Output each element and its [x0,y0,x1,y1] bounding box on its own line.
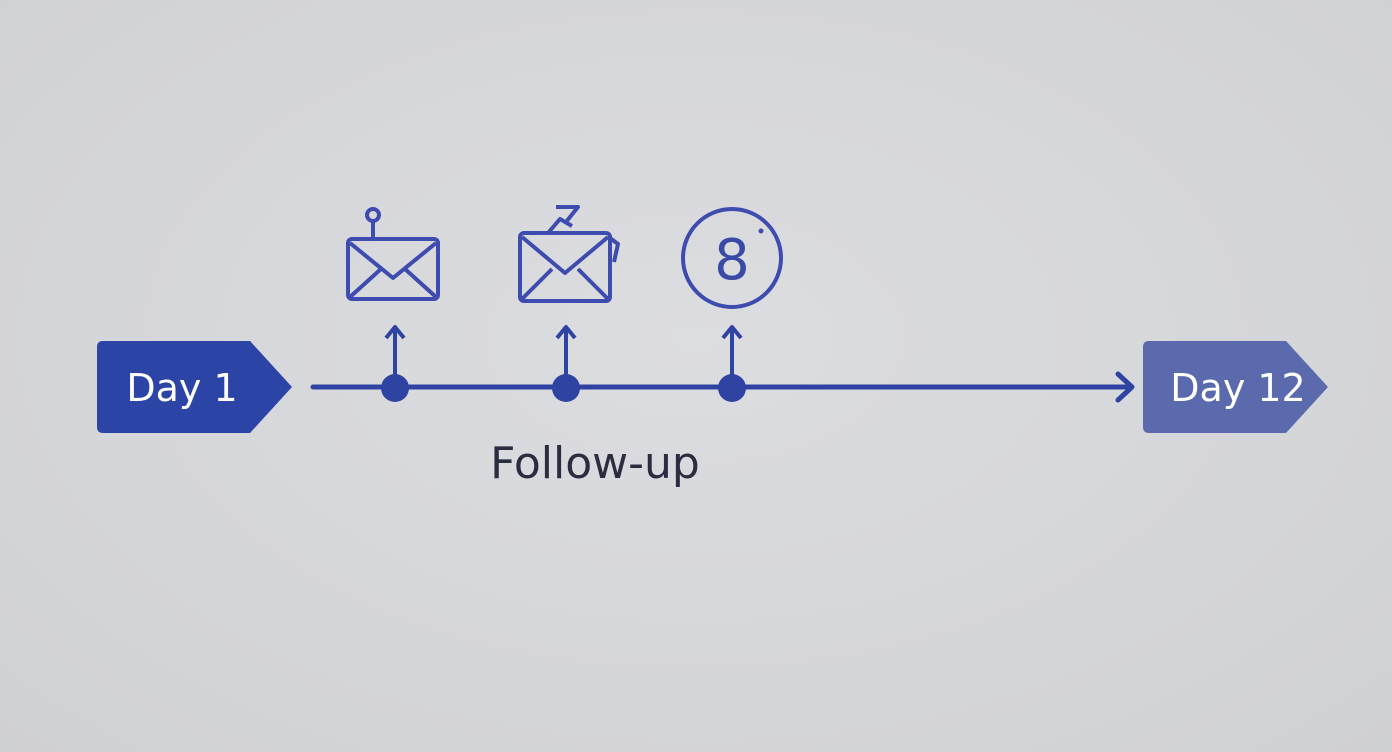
up-arrow-icon [555,325,577,340]
end-tag: Day 12 [1143,341,1328,433]
timeline-caption: Follow-up [490,438,700,489]
timeline-step-2 [518,205,620,402]
step-node [718,374,746,402]
badge-number: 8 [714,228,750,293]
step-node [381,374,409,402]
start-tag-label: Day 1 [126,366,237,410]
email-icon [518,205,620,303]
timeline-step-3: 8 [681,207,783,402]
up-arrow-icon [384,325,406,340]
start-tag: Day 1 [97,341,292,433]
end-tag-shape [1143,341,1328,433]
up-arrow-icon [721,325,743,340]
step-node [552,374,580,402]
start-tag-shape [97,341,292,433]
badge-icon: 8 [681,207,783,309]
end-tag-label: Day 12 [1170,366,1305,410]
timeline-step-1 [346,207,440,402]
timeline-arrowhead-icon [1115,371,1135,403]
email-icon [346,207,440,301]
